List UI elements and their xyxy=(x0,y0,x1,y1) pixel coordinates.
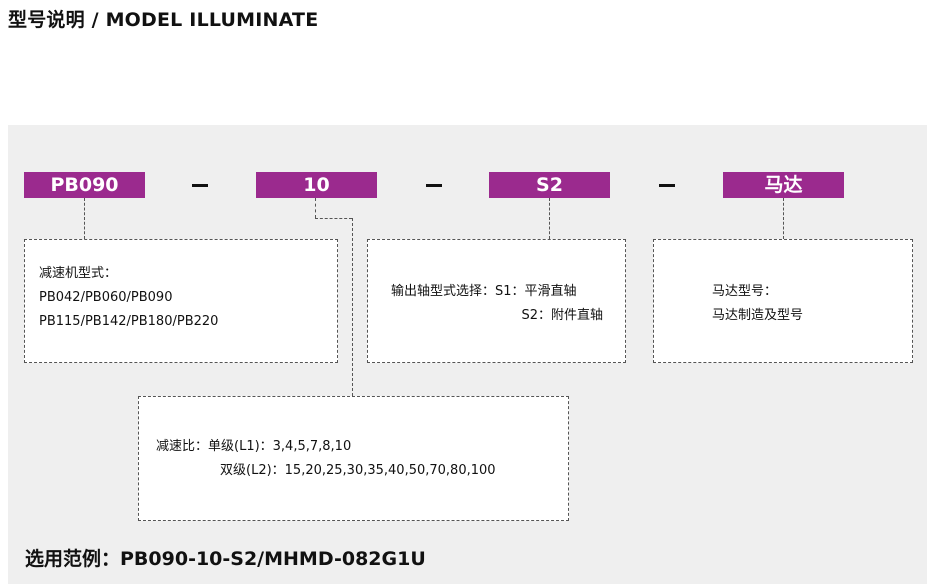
motor-type-detail: 马达制造及型号 xyxy=(712,308,804,323)
ratio-double-stage: 双级(L2)：15,20,25,30,35,40,50,70,80,100 xyxy=(220,463,496,478)
reducer-type-label: 减速机型式： xyxy=(39,266,118,281)
connector-ratio-down xyxy=(315,198,316,218)
code-motor: 马达 xyxy=(723,172,844,198)
ratio-single-stage: 减速比：单级(L1)：3,4,5,7,8,10 xyxy=(156,439,352,454)
shaft-type-box: 输出轴型式选择：S1：平滑直轴 S2：附件直轴 xyxy=(367,239,626,363)
code-reducer-type: PB090 xyxy=(24,172,145,198)
connector-ratio-drop xyxy=(352,218,353,396)
connector-shaft xyxy=(549,198,550,239)
ratio-box: 减速比：单级(L1)：3,4,5,7,8,10 双级(L2)：15,20,25,… xyxy=(138,396,569,521)
connector-motor xyxy=(783,198,784,239)
motor-type-label: 马达型号： xyxy=(712,284,778,299)
reducer-type-box: 减速机型式： PB042/PB060/PB090 PB115/PB142/PB1… xyxy=(24,239,338,363)
separator-dash-1 xyxy=(192,184,208,187)
shaft-type-option-s1: 输出轴型式选择：S1：平滑直轴 xyxy=(391,284,577,299)
reducer-type-models-2: PB115/PB142/PB180/PB220 xyxy=(39,314,219,329)
code-shaft: S2 xyxy=(489,172,610,198)
separator-dash-2 xyxy=(426,184,442,187)
page-title: 型号说明 / MODEL ILLUMINATE xyxy=(8,9,319,31)
code-ratio: 10 xyxy=(256,172,377,198)
connector-reducer xyxy=(84,198,85,239)
selection-example: 选用范例：PB090-10-S2/MHMD-082G1U xyxy=(25,548,426,570)
reducer-type-models-1: PB042/PB060/PB090 xyxy=(39,290,173,305)
separator-dash-3 xyxy=(659,184,675,187)
motor-type-box: 马达型号： 马达制造及型号 xyxy=(653,239,913,363)
shaft-type-option-s2: S2：附件直轴 xyxy=(521,308,603,323)
connector-ratio-across xyxy=(315,218,352,219)
